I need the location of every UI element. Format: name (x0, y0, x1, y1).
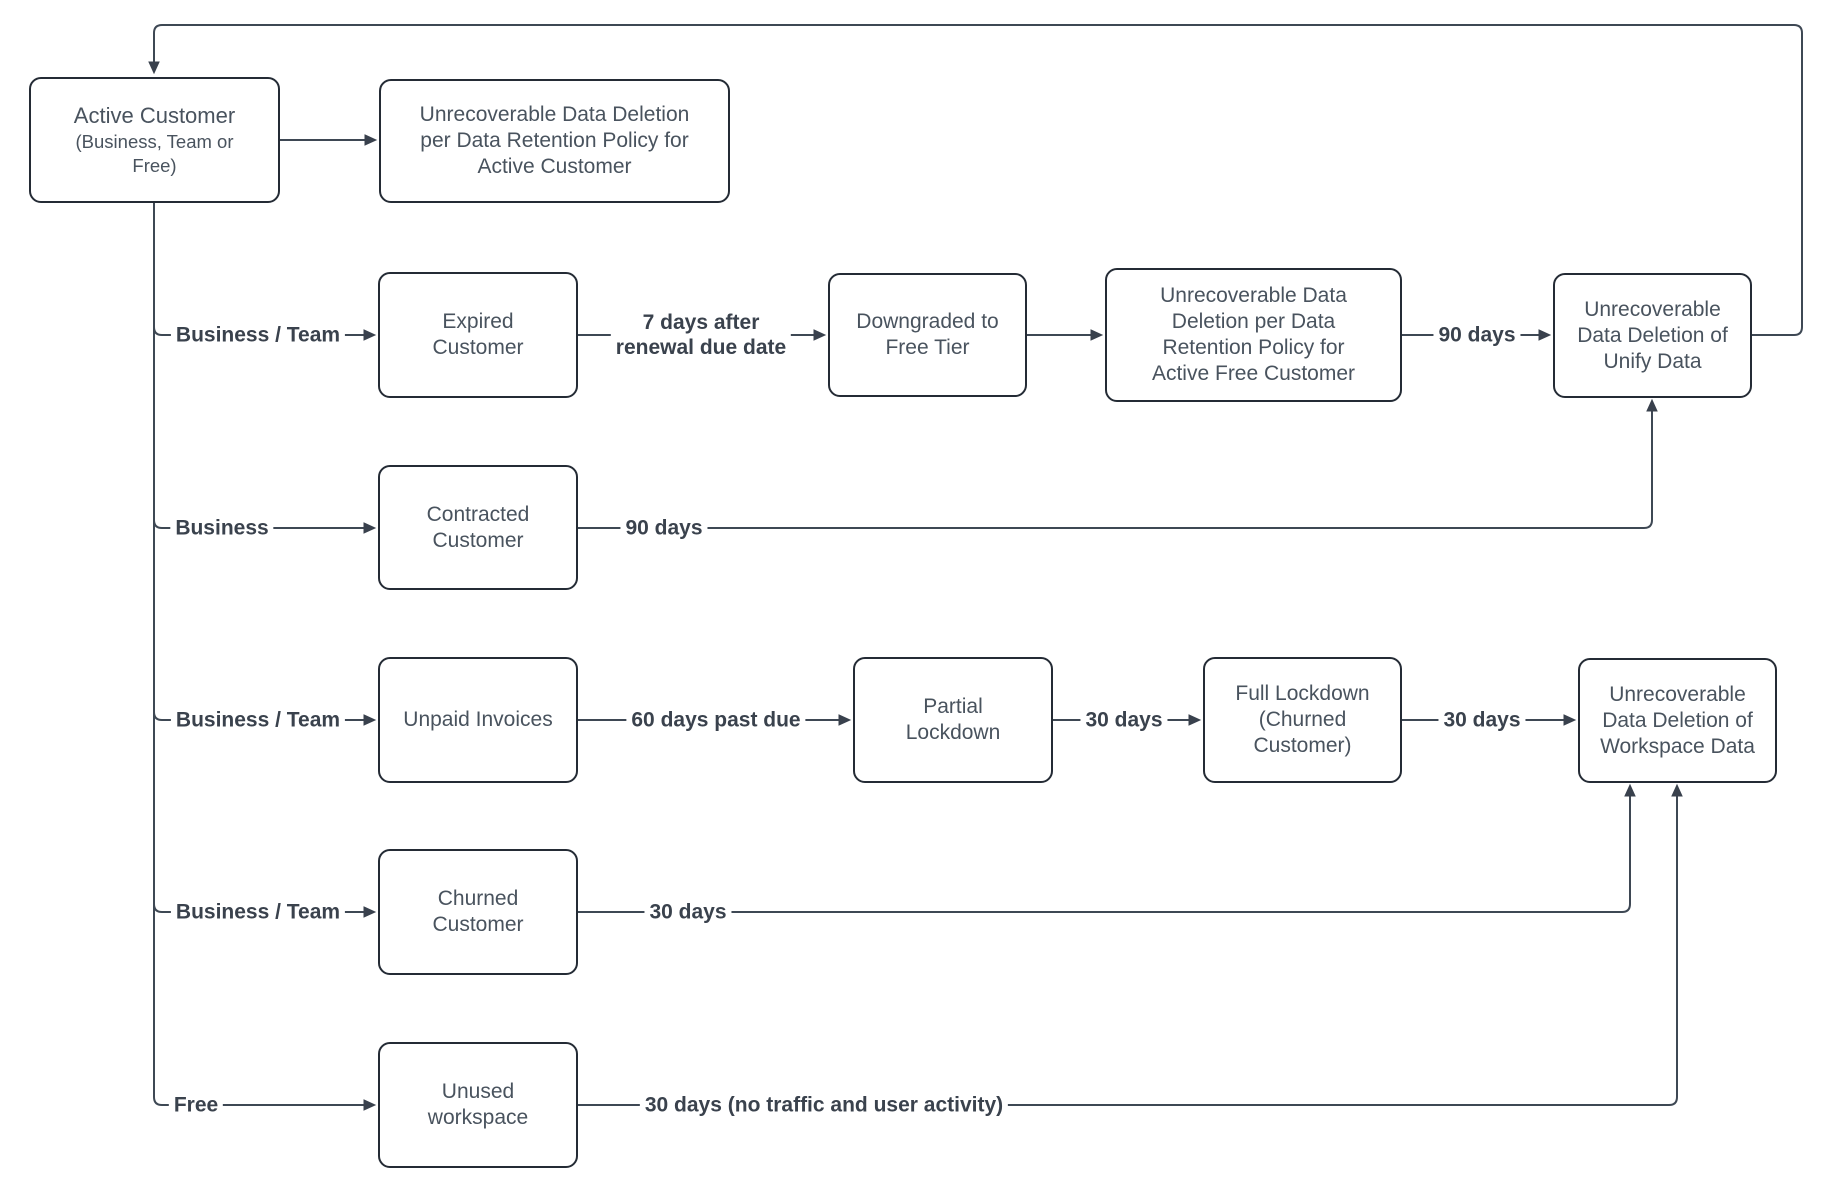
edge-contracted-to-unify (578, 398, 1658, 529)
node-label: Unrecoverable Data Deletion of Workspace… (1600, 682, 1755, 758)
edge-label-business-team-expired: Business / Team (170, 321, 346, 349)
node-label: Unrecoverable Data Deletion per Data Ret… (419, 103, 690, 178)
edge-label-7-days-after-renewal: 7 days after renewal due date (610, 309, 792, 361)
node-deletion-active-customer: Unrecoverable Data Deletion per Data Ret… (379, 79, 730, 203)
node-label: Downgraded to Free Tier (856, 310, 999, 359)
node-label: Unused workspace (427, 1080, 529, 1129)
node-deletion-active-free: Unrecoverable Data Deletion per Data Ret… (1105, 268, 1402, 402)
edge-branch-contracted (153, 519, 377, 534)
node-label: Partial Lockdown (905, 695, 1001, 744)
node-unpaid-invoices: Unpaid Invoices (378, 657, 578, 783)
node-label: Expired Customer (432, 310, 524, 359)
edge-label-30-days-partial-full: 30 days (1080, 706, 1168, 734)
node-deletion-unify: Unrecoverable Data Deletion of Unify Dat… (1553, 273, 1752, 398)
node-downgraded-free-tier: Downgraded to Free Tier (828, 273, 1027, 397)
edge-label-90-days-contracted: 90 days (620, 514, 708, 542)
node-label: Unrecoverable Data Deletion of Unify Dat… (1577, 297, 1728, 373)
edge-label-business-contracted: Business (170, 514, 274, 542)
node-label: Contracted Customer (426, 502, 530, 552)
node-active-customer-subtitle: (Business, Team or Free) (75, 131, 234, 176)
node-full-lockdown: Full Lockdown (Churned Customer) (1203, 657, 1402, 783)
edge-label-business-team-unpaid: Business / Team (170, 706, 346, 734)
node-churned-customer: Churned Customer (378, 849, 578, 975)
edge-unify-loop-to-active-customer (148, 24, 1803, 336)
node-deletion-workspace: Unrecoverable Data Deletion of Workspace… (1578, 658, 1777, 783)
node-label: Unrecoverable Data Deletion per Data Ret… (1151, 284, 1356, 385)
node-label: Full Lockdown (Churned Customer) (1235, 682, 1370, 757)
edge-unused-to-deletion-workspace (578, 783, 1683, 1106)
edge-label-60-days-past-due: 60 days past due (626, 706, 806, 734)
edge-branch-unpaid (153, 711, 377, 726)
edge-churned-to-deletion-workspace (578, 783, 1636, 913)
edge-label-90-days-to-unify: 90 days (1433, 321, 1521, 349)
node-unused-workspace: Unused workspace (378, 1042, 578, 1168)
node-label: Unpaid Invoices (403, 708, 553, 731)
edge-label-free-unused: Free (168, 1091, 224, 1119)
edge-label-business-team-churned: Business / Team (170, 898, 346, 926)
edge-branch-churned (153, 903, 377, 918)
node-expired-customer: Expired Customer (378, 272, 578, 398)
edge-label-30-days-churned: 30 days (644, 898, 732, 926)
node-partial-lockdown: Partial Lockdown (853, 657, 1053, 783)
edge-trunk-and-free-branch (153, 203, 377, 1111)
node-contracted-customer: Contracted Customer (378, 465, 578, 590)
node-active-customer-title: Active Customer (73, 103, 236, 128)
edge-branch-expired (153, 326, 377, 341)
edge-label-30-days-full-workspace: 30 days (1438, 706, 1526, 734)
edge-label-30-days-no-traffic: 30 days (no traffic and user activity) (639, 1091, 1009, 1119)
node-active-customer: Active Customer (Business, Team or Free) (29, 77, 280, 203)
node-label: Churned Customer (432, 887, 524, 936)
